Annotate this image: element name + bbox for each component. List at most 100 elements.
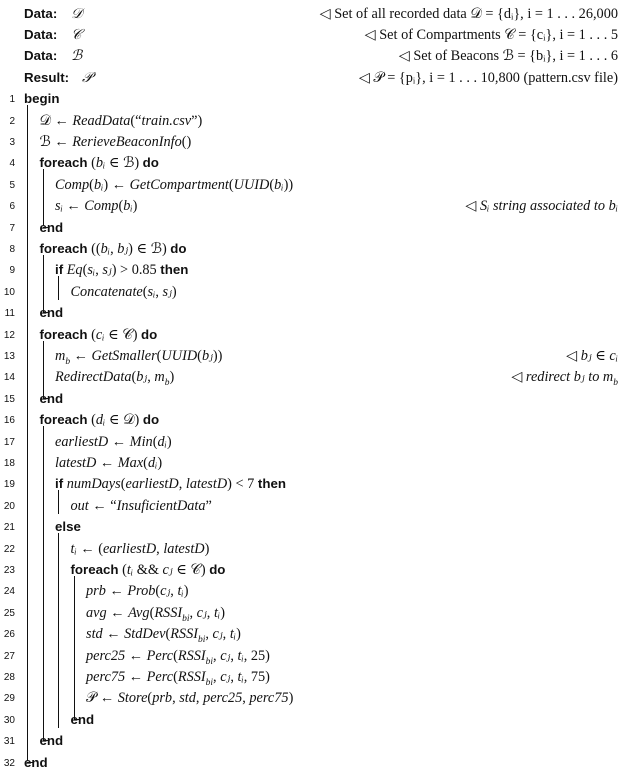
line-code: end: [39, 219, 64, 235]
line-number: 11: [4, 308, 15, 320]
block-rule-hook: [42, 312, 49, 314]
algorithm-line: 10 Concatenate(sᵢ, sⱼ): [0, 282, 622, 304]
line-code: avg ← Avg(RSSIbi, cⱼ, tᵢ): [86, 604, 225, 624]
line-number: 25: [3, 607, 15, 619]
line-code: Concatenate(sᵢ, sⱼ): [70, 283, 177, 300]
header-label: Data:: [24, 26, 58, 42]
line-code: end: [70, 711, 95, 727]
line-number: 6: [9, 201, 15, 213]
line-number: 19: [3, 479, 15, 491]
line-number: 32: [3, 757, 15, 769]
block-rule-hook: [27, 761, 33, 763]
line-code: latestD ← Max(dᵢ): [55, 454, 163, 471]
line-number: 1: [9, 94, 15, 106]
block-rule: [42, 254, 44, 313]
header-value: 𝒞: [71, 26, 82, 43]
line-number: 22: [3, 543, 15, 555]
line-number: 28: [3, 671, 15, 683]
line-number: 26: [3, 629, 15, 641]
algorithm-line: 3 ℬ ← RerieveBeaconInfo(): [0, 132, 622, 154]
line-number: 17: [3, 436, 15, 448]
block-rule-hook: [42, 397, 49, 399]
line-number: 16: [3, 415, 15, 427]
line-number: 7: [9, 222, 15, 234]
header-value: ℬ: [71, 48, 83, 65]
header-value: 𝒟: [71, 5, 83, 22]
line-number: 3: [9, 136, 15, 148]
algorithm-line: 30 end: [0, 710, 622, 732]
line-number: 18: [3, 457, 15, 469]
line-code: end: [39, 305, 64, 321]
line-number: 20: [3, 500, 15, 512]
line-code: end: [39, 390, 64, 406]
header-comment: ◁ Set of Beacons ℬ = {bᵢ}, i = 1 . . . 6: [398, 48, 618, 65]
line-code: else: [55, 519, 81, 535]
block-rule-hook: [73, 718, 80, 720]
line-comment: ◁ bⱼ ∈ cᵢ: [566, 347, 618, 364]
algorithm-line: 11 end: [0, 303, 622, 325]
block-rule: [58, 276, 59, 300]
line-code: if Eq(sᵢ, sⱼ) > 0.85 then: [55, 262, 189, 279]
header-label: Data:: [24, 48, 58, 64]
header-row: Data: 𝒞 ◁ Set of Compartments 𝒞 = {cᵢ}, i …: [0, 25, 622, 47]
line-number: 10: [3, 286, 15, 298]
header-value: 𝒫: [82, 69, 93, 86]
line-number: 4: [9, 158, 15, 170]
line-number: 24: [3, 586, 15, 598]
line-number: 5: [9, 179, 15, 191]
line-number: 29: [3, 693, 15, 705]
line-code: 𝒫 ← Store(prb, std, perc25, perc75): [86, 690, 294, 707]
line-code: foreach (cᵢ ∈ 𝒞) do: [39, 326, 158, 343]
line-code: RedirectData(bⱼ, mb): [55, 369, 175, 389]
line-code: begin: [24, 91, 60, 107]
algorithm-line: 5 Comp(bᵢ) ← GetCompartment(UUID(bᵢ)): [0, 175, 622, 197]
algorithm-line: 29 𝒫 ← Store(prb, std, perc25, perc75): [0, 688, 622, 710]
line-number: 14: [3, 372, 15, 384]
line-comment: ◁ Sᵢ string associated to bᵢ: [465, 198, 618, 215]
line-number: 31: [3, 736, 15, 748]
line-number: 30: [3, 714, 15, 726]
algorithm-line: 26 std ← StdDev(RSSIbi, cⱼ, tᵢ): [0, 624, 622, 646]
algorithm-line: 13 mb ← GetSmaller(UUID(bⱼ)) ◁ bⱼ ∈ cᵢ: [0, 346, 622, 368]
line-code: mb ← GetSmaller(UUID(bⱼ)): [55, 347, 223, 367]
header-comment: ◁ Set of Compartments 𝒞 = {cᵢ}, i = 1 . …: [364, 26, 618, 43]
line-number: 13: [3, 350, 15, 362]
algorithm-line: 7 end: [0, 218, 622, 240]
line-code: std ← StdDev(RSSIbi, cⱼ, tᵢ): [86, 626, 241, 645]
block-rule: [42, 340, 44, 398]
line-code: Comp(bᵢ) ← GetCompartment(UUID(bᵢ)): [55, 176, 294, 193]
line-code: foreach (tᵢ && cⱼ ∈ 𝒞) do: [70, 561, 226, 578]
line-code: foreach ((bᵢ, bⱼ) ∈ ℬ) do: [39, 240, 187, 257]
line-number: 2: [9, 115, 15, 127]
line-code: foreach (dᵢ ∈ 𝒟) do: [39, 412, 160, 429]
block-rule-hook: [42, 740, 49, 742]
line-code: end: [39, 733, 64, 749]
header-comment: ◁ Set of all recorded data 𝒟 = {dᵢ}, i =…: [319, 5, 618, 22]
line-number: 12: [3, 329, 15, 341]
header-label: Data:: [24, 5, 58, 21]
block-rule: [58, 490, 59, 514]
algorithm-line: 12 foreach (cᵢ ∈ 𝒞) do: [0, 325, 622, 347]
block-rule-hook: [42, 226, 49, 228]
header-label: Result:: [24, 69, 70, 85]
line-code: earliestD ← Min(dᵢ): [55, 433, 172, 450]
block-rule: [42, 426, 44, 741]
line-code: ℬ ← RerieveBeaconInfo(): [39, 133, 192, 150]
algorithm-line: 25 avg ← Avg(RSSIbi, cⱼ, tᵢ): [0, 603, 622, 625]
algorithm-line: 17 earliestD ← Min(dᵢ): [0, 432, 622, 454]
header-row: Result:𝒫◁ 𝒫 = {pᵢ}, i = 1 . . . 10,800 (…: [0, 68, 622, 90]
